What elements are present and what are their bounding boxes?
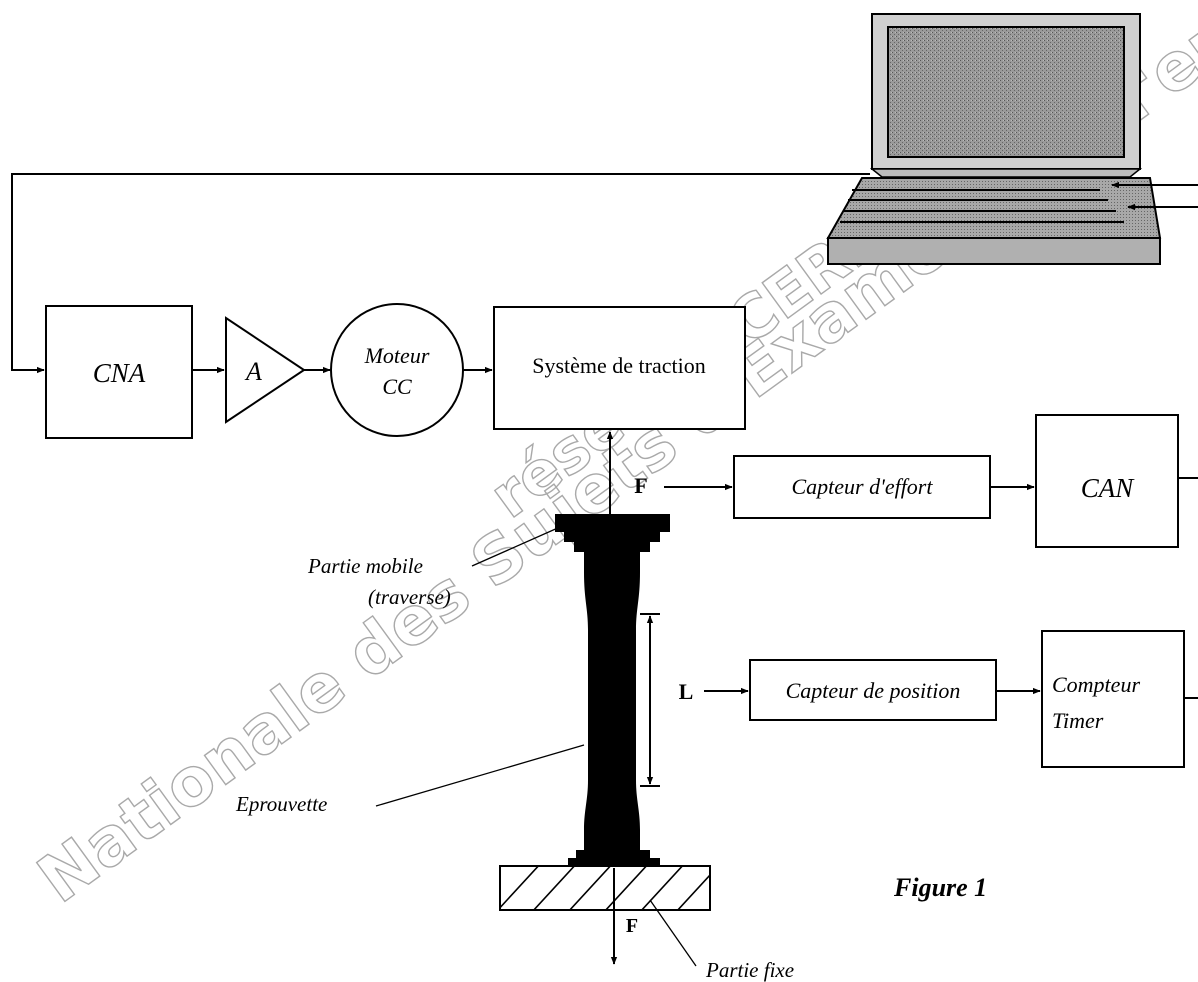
- amplifier-label: A: [244, 357, 262, 386]
- command-line: [11, 173, 870, 374]
- force-sensor-block: Capteur d'effort: [733, 455, 991, 519]
- motor-block: Moteur CC: [330, 303, 464, 437]
- fixed-base: [499, 865, 711, 911]
- traction-system-block: Système de traction: [493, 306, 746, 430]
- leader-partie-mobile: [471, 526, 561, 567]
- partie-mobile-label-line2: (traverse): [368, 585, 451, 609]
- cna-label: CNA: [93, 358, 146, 388]
- partie-fixe-label: Partie fixe: [705, 958, 794, 982]
- force-label-bottom: F: [626, 915, 638, 937]
- can-block: CAN: [1035, 414, 1179, 548]
- eprouvette-label: Eprouvette: [235, 792, 327, 816]
- motor-label-line2: CC: [382, 374, 412, 399]
- specimen: [555, 514, 670, 866]
- force-label-top: F: [634, 473, 647, 498]
- motor-label-line1: Moteur: [364, 343, 430, 368]
- length-marker: [640, 613, 660, 787]
- position-sensor-label: Capteur de position: [786, 678, 961, 703]
- timer-block: Compteur Timer: [1041, 630, 1185, 768]
- traction-system-label: Système de traction: [532, 353, 706, 378]
- figure-caption: Figure 1: [893, 873, 987, 902]
- force-sensor-label: Capteur d'effort: [792, 474, 934, 499]
- cna-block: CNA: [45, 305, 193, 439]
- leader-partie-fixe: [649, 899, 697, 967]
- timer-label-line1: Compteur: [1052, 672, 1140, 697]
- length-label: L: [679, 679, 694, 704]
- computer-icon: [826, 13, 1162, 265]
- partie-mobile-label-line1: Partie mobile: [307, 554, 423, 578]
- leader-eprouvette: [375, 744, 585, 807]
- can-label: CAN: [1081, 473, 1136, 503]
- amplifier-block: A: [225, 316, 306, 424]
- position-sensor-block: Capteur de position: [749, 659, 997, 721]
- timer-label-line2: Timer: [1052, 708, 1104, 733]
